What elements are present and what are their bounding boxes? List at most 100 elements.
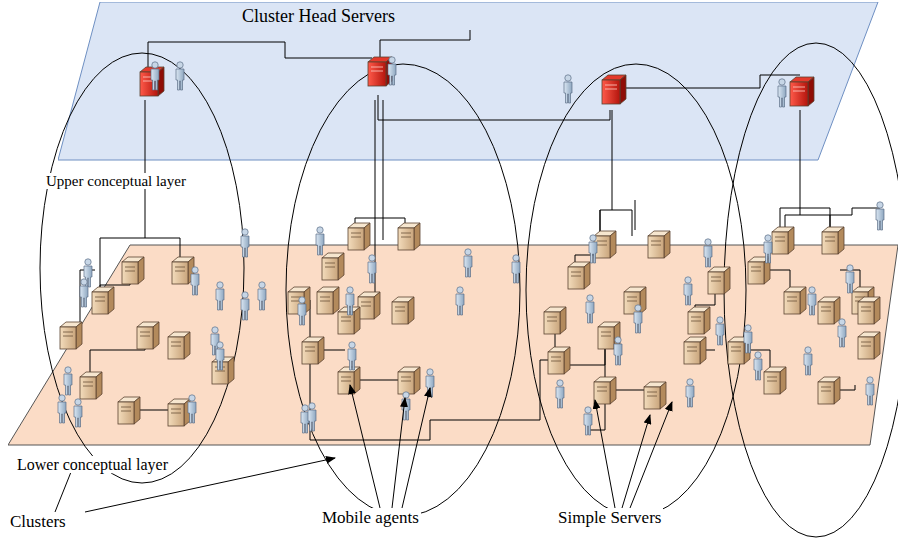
text-holder: Upper conceptual layer [44,172,188,190]
mobile-agent-icon [368,255,376,283]
plane-title: Cluster Head Servers [240,6,397,26]
server-icon [118,397,140,424]
mobile-agent-icon [586,295,594,323]
mobile-agent-icon [216,282,224,310]
server-icon [212,357,234,384]
server-icon [60,322,82,349]
server-icon [317,287,339,314]
server-icon [338,367,360,394]
mobile-agent-icon [744,325,752,353]
cluster-head-server-icon [602,75,626,104]
mobile-agent-icon [176,62,184,90]
mobile-agent-icon [74,399,82,427]
server-icon [624,287,646,314]
server-icon [398,367,420,394]
mobile-agent-icon [804,347,812,375]
server-icon [772,227,794,254]
callout-label: Clusters [8,512,68,531]
server-icon [392,297,414,324]
mobile-agent-icon [778,79,786,107]
leader-lines [55,385,672,512]
cluster-head-server-icon [140,67,164,96]
mobile-agent-icon [216,342,224,370]
mobile-agent-icon [151,62,159,90]
mobile-agent-icon [58,395,66,423]
mobile-agent-icon [686,379,694,407]
server-icon [398,223,420,250]
mobile-agent-icon [258,282,266,310]
mobile-agent-icon [716,317,724,345]
text-holder: Simple Servers [556,508,663,528]
mobile-agent-icon [846,265,854,293]
server-icon [858,297,880,324]
mobile-agent-icon [298,297,306,325]
mobile-agent-icon [512,255,520,283]
mobile-agent-icon [589,235,597,263]
mobile-agent-icon [191,267,199,295]
mobile-agent-icon [241,292,249,320]
mobile-agent-icon [564,75,572,103]
server-icon [92,287,114,314]
server-icon [708,267,730,294]
mobile-agent-icon [456,287,464,315]
mobile-agent-icon [704,239,712,267]
mobile-agent-icon [838,319,846,347]
server-icon [80,372,102,399]
text-holder: Cluster Head Servers [240,6,397,27]
mobile-agent-icon [584,407,592,435]
server-icon [684,337,706,364]
mobile-agent-icon [556,380,564,408]
cluster-ellipses [40,43,898,537]
mobile-agent-icon [241,229,249,257]
callout-label: Simple Servers [556,508,663,527]
server-icon [168,332,190,359]
mobile-agent-icon [346,287,354,315]
mobile-agent-icon [388,57,396,85]
server-icon [818,377,840,404]
callout-label: Upper conceptual layer [44,173,188,189]
server-icon [168,399,190,426]
mobile-agent-icon [614,337,622,365]
mobile-agent-icon [348,342,356,370]
server-icon [302,337,324,364]
callout-label: Mobile agents [320,508,421,527]
server-icon [322,253,344,280]
cluster-head-server-icon [790,77,814,106]
mobile-agent-icon [866,377,874,405]
mobile-agent-icon [316,227,324,255]
server-icon [688,307,710,334]
server-icon [644,382,666,409]
mobile-agent-icon [876,202,884,230]
server-icon [858,332,880,359]
plane-shape [8,245,898,445]
mobile-agent-icon [308,403,316,431]
mobile-agent-icon [188,395,196,423]
icons [58,57,884,435]
server-icon [548,347,570,374]
server-icon [594,377,616,404]
mobile-agent-icon [634,305,642,333]
server-icon [348,223,370,250]
plane-title: Lower conceptual layer [15,456,170,473]
server-icon [358,292,380,319]
mobile-agent-icon [808,287,816,315]
mobile-agent-icon [754,352,762,380]
server-icon [818,297,840,324]
server-icon [568,262,590,289]
server-icon [648,231,670,258]
server-icon [137,322,159,349]
mobile-agent-icon [684,277,692,305]
plane-shape [58,2,878,160]
text-holder: Lower conceptual layer [15,456,170,474]
server-icon [544,307,566,334]
server-icon [784,287,806,314]
mobile-agent-icon [464,249,472,277]
mobile-agent-icon [64,367,72,395]
server-icon [764,367,786,394]
server-icon [122,257,144,284]
text-holder: Mobile agents [320,508,421,528]
mobile-agent-icon [426,369,434,397]
mobile-agent-icon [764,235,772,263]
mobile-agent-icon [80,279,88,307]
text-holder: Clusters [8,512,68,532]
